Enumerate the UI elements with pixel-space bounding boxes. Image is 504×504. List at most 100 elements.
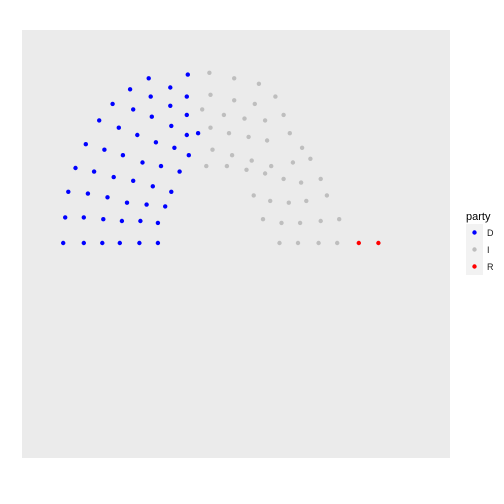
- data-point-i-42: [295, 240, 301, 246]
- data-point-d-29: [177, 169, 182, 174]
- data-point-d-18: [73, 165, 78, 171]
- data-point-i-18: [210, 147, 215, 152]
- data-point-i-8: [221, 112, 227, 118]
- data-point-d-39: [169, 123, 174, 129]
- data-point-i-21: [269, 163, 274, 169]
- data-point-i-28: [281, 176, 286, 182]
- data-point-i-16: [287, 131, 292, 136]
- legend-marker-d: [472, 230, 477, 235]
- data-point-d-28: [158, 163, 164, 169]
- data-point-i-24: [204, 163, 209, 169]
- data-point-d-44: [184, 112, 189, 118]
- data-point-i-29: [298, 180, 304, 185]
- data-point-d-30: [97, 118, 102, 123]
- data-point-i-23: [308, 156, 313, 161]
- data-point-d-19: [91, 169, 97, 174]
- data-point-r-0: [356, 240, 361, 246]
- data-point-d-45: [195, 131, 201, 136]
- data-point-d-35: [186, 153, 191, 158]
- points-layer: [61, 70, 381, 246]
- legend-marker-i: [472, 247, 477, 252]
- data-point-i-26: [244, 167, 249, 172]
- data-point-i-3: [208, 92, 213, 98]
- data-point-d-10: [138, 218, 143, 224]
- data-point-d-4: [137, 240, 142, 246]
- legend-items: DIR: [466, 224, 494, 275]
- data-point-d-22: [150, 184, 155, 189]
- data-point-d-24: [83, 142, 89, 147]
- data-point-d-13: [85, 191, 91, 196]
- data-point-d-5: [155, 240, 161, 246]
- data-point-i-40: [337, 217, 342, 222]
- data-point-i-41: [277, 240, 282, 246]
- data-point-i-13: [226, 131, 232, 136]
- data-point-d-1: [81, 240, 87, 246]
- legend-label-r: R: [487, 262, 494, 272]
- data-point-i-1: [232, 76, 237, 81]
- data-point-i-25: [224, 163, 230, 169]
- data-point-d-26: [120, 153, 126, 158]
- data-point-i-30: [318, 176, 323, 182]
- data-point-d-15: [124, 200, 130, 205]
- data-point-d-49: [185, 72, 190, 77]
- data-point-i-22: [290, 160, 296, 165]
- data-point-i-7: [200, 107, 205, 112]
- data-point-d-9: [119, 218, 125, 224]
- data-point-d-7: [81, 215, 87, 220]
- data-point-i-39: [318, 218, 323, 224]
- data-point-r-1: [376, 240, 381, 246]
- data-point-d-31: [116, 125, 122, 130]
- data-point-d-43: [168, 103, 173, 109]
- data-point-i-5: [252, 101, 257, 107]
- data-point-i-11: [281, 112, 286, 118]
- data-point-d-3: [117, 240, 123, 246]
- data-point-d-42: [148, 94, 153, 99]
- data-point-d-36: [110, 101, 115, 107]
- data-point-i-10: [262, 118, 268, 123]
- data-point-d-41: [127, 87, 133, 92]
- data-point-i-35: [324, 193, 330, 198]
- data-point-i-27: [262, 171, 268, 176]
- data-point-i-4: [232, 98, 237, 103]
- data-point-d-2: [100, 240, 105, 246]
- data-point-i-33: [286, 200, 291, 205]
- data-point-i-15: [264, 138, 270, 143]
- data-point-d-48: [184, 94, 189, 99]
- data-point-i-0: [207, 70, 212, 76]
- data-point-i-34: [304, 198, 309, 204]
- legend-label-d: D: [487, 228, 494, 238]
- data-point-i-32: [268, 198, 273, 204]
- data-point-i-31: [251, 193, 256, 198]
- data-point-i-44: [335, 240, 340, 246]
- data-point-d-47: [168, 85, 173, 90]
- data-point-d-25: [102, 147, 107, 152]
- data-point-d-38: [149, 114, 154, 119]
- data-point-d-12: [66, 189, 71, 194]
- data-point-i-37: [279, 220, 284, 226]
- data-point-i-14: [246, 134, 251, 140]
- data-point-i-36: [260, 217, 266, 222]
- data-point-i-20: [249, 158, 254, 163]
- data-point-d-8: [101, 217, 106, 222]
- data-point-i-12: [208, 125, 213, 130]
- data-point-d-6: [62, 215, 68, 220]
- data-point-d-32: [135, 132, 140, 138]
- data-point-d-20: [111, 174, 116, 180]
- data-point-d-27: [140, 160, 145, 165]
- legend: party DIR: [466, 211, 494, 275]
- data-point-d-23: [169, 189, 174, 194]
- data-point-i-43: [316, 240, 321, 246]
- data-point-i-19: [229, 153, 235, 158]
- data-point-d-46: [146, 76, 151, 81]
- data-point-i-38: [297, 220, 303, 226]
- data-point-d-21: [131, 178, 136, 183]
- data-point-d-11: [155, 220, 161, 226]
- data-point-d-0: [61, 240, 66, 246]
- data-point-d-37: [131, 107, 136, 112]
- legend-title: party: [466, 211, 491, 223]
- data-point-i-2: [256, 81, 262, 87]
- legend-marker-r: [472, 264, 477, 269]
- plot-panel: [22, 30, 450, 458]
- legend-label-i: I: [487, 245, 490, 255]
